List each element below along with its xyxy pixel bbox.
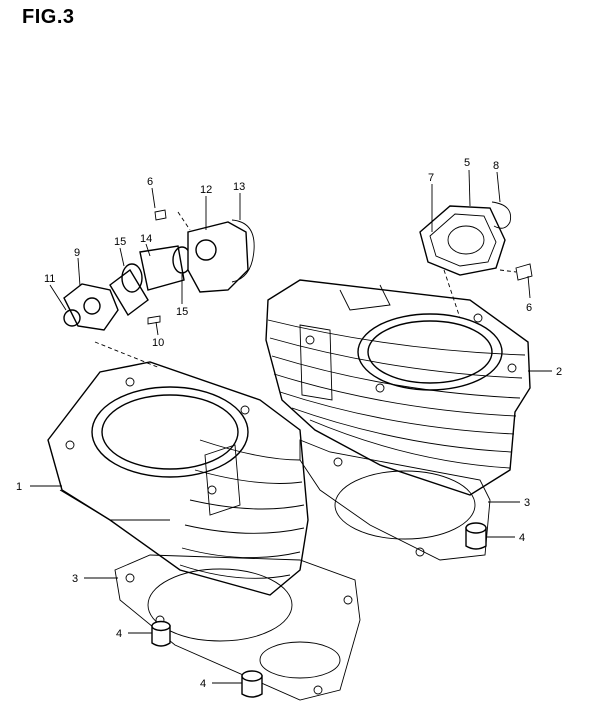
callout-3a: 3 xyxy=(72,573,78,585)
callout-labels: 1 2 3 3 4 4 4 5 6 6 7 8 9 10 11 12 13 14… xyxy=(16,157,562,690)
callout-7: 7 xyxy=(428,172,434,184)
callout-11: 11 xyxy=(44,273,55,285)
callout-14: 14 xyxy=(140,233,152,245)
callout-6a: 6 xyxy=(526,302,532,314)
callout-4c: 4 xyxy=(200,678,206,690)
callout-13: 13 xyxy=(233,181,245,193)
dowel-pin-2 xyxy=(151,620,171,647)
coolant-fitting-assembly xyxy=(419,201,533,281)
dowel-pin-1 xyxy=(465,522,487,550)
callout-6b: 6 xyxy=(147,176,153,188)
callout-15a: 15 xyxy=(114,236,126,248)
leader-lines xyxy=(30,169,552,684)
callout-12: 12 xyxy=(200,184,212,196)
figure-title: FIG.3 xyxy=(22,6,75,28)
callout-8: 8 xyxy=(493,160,499,172)
rear-cylinder-part xyxy=(265,279,531,496)
front-cylinder-part xyxy=(47,361,309,596)
callout-1: 1 xyxy=(16,481,22,493)
alignment-lines xyxy=(94,211,517,369)
callout-3b: 3 xyxy=(524,497,530,509)
callout-10: 10 xyxy=(152,337,164,349)
callout-15b: 15 xyxy=(176,306,188,318)
callout-4a: 4 xyxy=(116,628,122,640)
callout-5: 5 xyxy=(464,157,470,169)
dowel-pin-3 xyxy=(241,670,263,698)
front-cylinder-gasket xyxy=(114,554,361,701)
callout-4b: 4 xyxy=(519,532,525,544)
callout-2: 2 xyxy=(556,366,562,378)
callout-9: 9 xyxy=(74,247,80,259)
intake-pipe-assembly xyxy=(63,209,255,331)
